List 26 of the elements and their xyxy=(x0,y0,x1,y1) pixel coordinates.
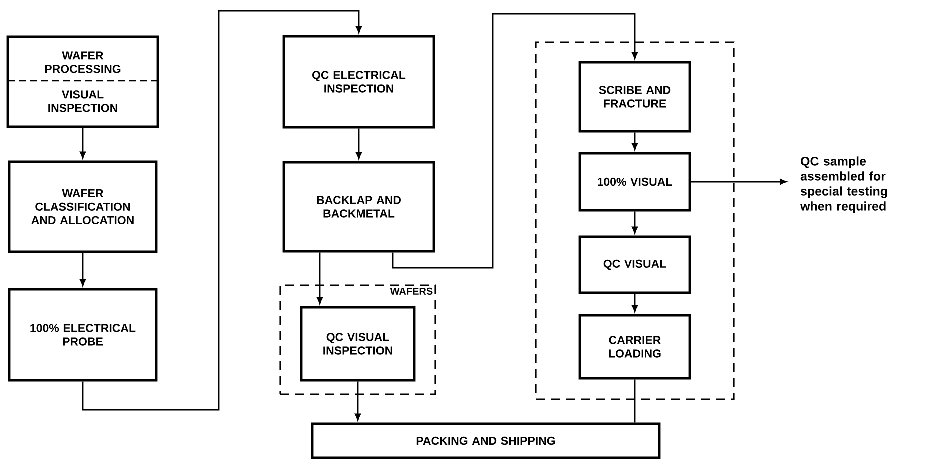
process-box: SCRIBE AND FRACTURE xyxy=(578,61,692,133)
dashed-group-box xyxy=(535,42,735,400)
arrow xyxy=(632,132,638,150)
process-box: 100% VISUAL xyxy=(578,152,692,212)
group-label: WAFERS xyxy=(390,288,433,295)
arrow xyxy=(632,212,638,234)
process-box: WAFER PROCESSING VISUAL INSPECTION xyxy=(6,36,160,128)
process-box: CARRIER LOADING xyxy=(578,314,692,380)
arrow xyxy=(80,128,86,159)
arrow xyxy=(691,179,787,185)
arrow xyxy=(356,128,362,160)
process-box: BACKLAP AND BACKMETAL xyxy=(282,161,436,253)
arrow xyxy=(632,294,638,312)
process-box: QC ELECTRICAL INSPECTION xyxy=(282,35,436,129)
process-box: QC VISUAL xyxy=(578,236,692,294)
arrow xyxy=(392,13,638,269)
arrow xyxy=(80,253,86,286)
process-box: 100% ELECTRICAL PROBE xyxy=(8,288,158,382)
process-box: QC VISUAL INSPECTION xyxy=(300,306,416,382)
note-text: QC sample assembled for special testing when required xyxy=(800,156,888,214)
arrow xyxy=(317,252,323,304)
process-box: WAFER CLASSIFICATION AND ALLOCATION xyxy=(8,160,158,254)
dashed-group-box xyxy=(280,284,436,396)
process-box: PACKING AND SHIPPING xyxy=(311,422,661,460)
arrow xyxy=(82,10,362,411)
arrow xyxy=(355,382,361,421)
